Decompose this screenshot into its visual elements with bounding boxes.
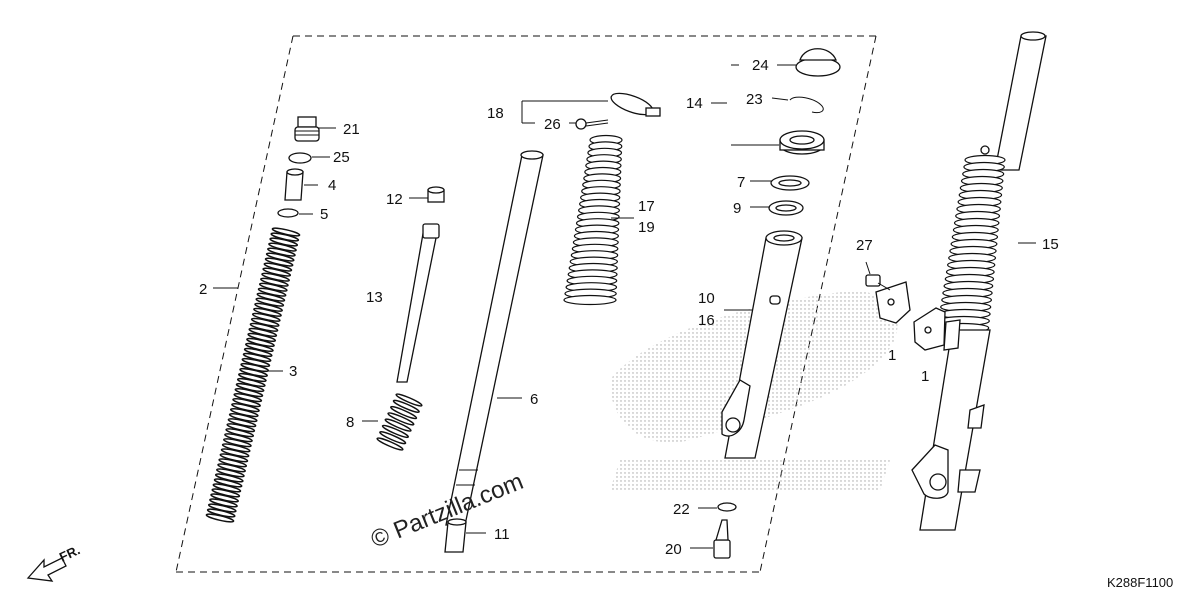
rebound-spring (376, 393, 423, 451)
socket-bolt (713, 519, 731, 559)
back-up-ring (770, 175, 810, 191)
oil-seal (779, 130, 825, 155)
callout-16: 16 (698, 312, 715, 329)
front-label: FR. (57, 542, 82, 564)
oil-seal-clip (789, 96, 824, 114)
callout-21: 21 (343, 121, 360, 138)
callout-17: 17 (638, 198, 655, 215)
front-direction-indicator: FR. (26, 542, 82, 582)
damper-rod (396, 223, 440, 383)
fork-cap-bolt (294, 116, 320, 142)
oil-lock-piece (444, 518, 467, 553)
piston-ring (427, 186, 445, 203)
callout-14: 14 (686, 95, 703, 112)
callout-12: 12 (386, 191, 403, 208)
fork-dust-boot (563, 134, 623, 306)
leader-lines (260, 64, 1036, 549)
callout-1-lower: 1 (921, 368, 929, 385)
boot-clamp (610, 92, 661, 117)
callout-25: 25 (333, 149, 350, 166)
callouts: 21 25 4 5 2 3 12 13 8 6 11 18 26 17 19 2… (199, 57, 1059, 558)
callout-19: 19 (638, 219, 655, 236)
guide-bushing (768, 200, 804, 216)
callout-18: 18 (487, 105, 504, 122)
spring-seat-washer (277, 208, 299, 218)
callout-24: 24 (752, 57, 769, 74)
callout-5: 5 (320, 206, 328, 223)
damper-assembly (376, 92, 661, 553)
callout-1-upper: 1 (888, 347, 896, 364)
callout-10: 10 (698, 290, 715, 307)
assembled-dust-boot (935, 154, 1006, 341)
fork-slider (721, 230, 803, 459)
slider-assembly (713, 48, 841, 559)
spring-collar (284, 168, 304, 201)
callout-20: 20 (665, 541, 682, 558)
callout-3: 3 (289, 363, 297, 380)
callout-11: 11 (494, 526, 510, 543)
fork-pipe (445, 150, 544, 526)
callout-23: 23 (746, 91, 763, 108)
callout-8: 8 (346, 414, 354, 431)
clamp-screw (575, 118, 609, 130)
callout-4: 4 (328, 177, 336, 194)
callout-26: 26 (544, 116, 561, 133)
callout-22: 22 (673, 501, 690, 518)
bolt-washer (717, 502, 737, 512)
fork-spring-assembly (205, 116, 320, 523)
callout-6: 6 (530, 391, 538, 408)
fork-spring (205, 227, 301, 523)
callout-9: 9 (733, 200, 741, 217)
callout-2: 2 (199, 281, 207, 298)
callout-7: 7 (737, 174, 745, 191)
assembled-fork (865, 31, 1047, 531)
dust-seal (795, 48, 841, 77)
diagram-code: K288F1100 (1107, 575, 1173, 590)
o-ring (288, 152, 312, 164)
callout-15: 15 (1042, 236, 1059, 253)
callout-13: 13 (366, 289, 383, 306)
callout-27: 27 (856, 237, 873, 254)
